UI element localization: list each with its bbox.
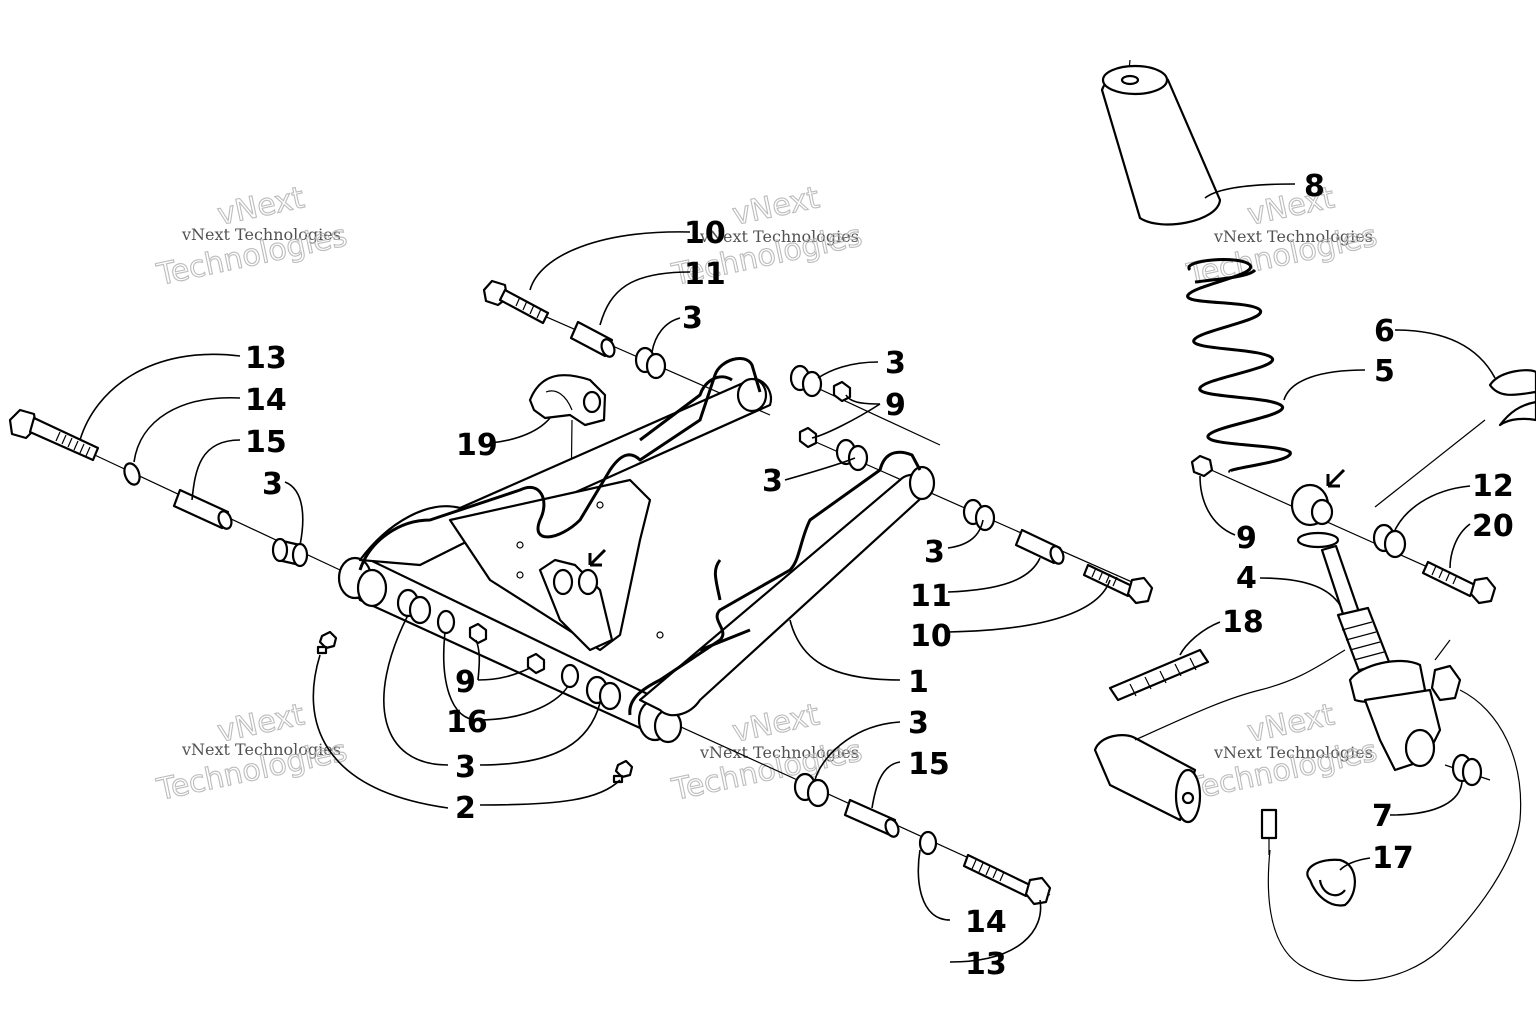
bolt-13-right	[962, 853, 1052, 906]
bolt-20	[1421, 560, 1497, 605]
shock-boot-8	[1100, 64, 1222, 226]
drill-bit-18	[1108, 648, 1210, 702]
arrow-icon	[1326, 468, 1346, 488]
callout-3-upper-right: 3	[885, 346, 906, 381]
svg-text:vNext Technologies: vNext Technologies	[1213, 743, 1373, 762]
bolt-10-right	[1082, 563, 1154, 605]
nut-9-lower-left	[468, 622, 488, 645]
callout-3-middle: 3	[762, 464, 783, 499]
callout-10-right: 10	[910, 619, 952, 654]
callout-17: 17	[1372, 841, 1414, 876]
spacer-15-right	[843, 798, 900, 838]
callout-9-upper-right: 9	[885, 388, 906, 423]
spacer-15-left	[172, 488, 233, 530]
callout-2: 2	[455, 791, 476, 826]
callout-12: 12	[1472, 469, 1514, 504]
watermark: vNext vNext Technologies Technologies	[668, 697, 866, 809]
svg-text:vNext Technologies: vNext Technologies	[181, 740, 341, 759]
clamp-17	[1306, 858, 1356, 907]
nut-9-shock	[1190, 454, 1214, 478]
callout-9-shock: 9	[1236, 521, 1257, 556]
callout-16: 16	[446, 705, 488, 740]
bushing-3-lower-left	[396, 588, 432, 625]
arrow-icon	[588, 548, 607, 567]
callout-3-right: 3	[924, 535, 945, 570]
callout-13-left: 13	[245, 341, 287, 376]
svg-text:vNext Technologies: vNext Technologies	[699, 227, 859, 246]
bolt-13-left	[8, 408, 100, 462]
bushing-3-upper-right	[789, 364, 823, 398]
spring-clip-6	[1488, 369, 1536, 427]
callout-3-lower: 3	[455, 750, 476, 785]
callout-8: 8	[1304, 169, 1325, 204]
grease-fitting-2-right	[612, 759, 634, 784]
svg-text:vNext: vNext	[729, 180, 822, 233]
spacer-11-upper	[569, 320, 616, 358]
callout-15-right: 15	[908, 747, 950, 782]
svg-text:vNext Technologies: vNext Technologies	[181, 225, 341, 244]
leader-lines	[79, 183, 1496, 963]
bolt-10-upper	[482, 279, 550, 325]
nut-9-lower-center	[526, 652, 546, 675]
washer-14-left	[123, 462, 141, 486]
watermark: vNext vNext Technologies Technologies	[153, 180, 351, 294]
svg-text:vNext: vNext	[1244, 697, 1337, 750]
bushing-7	[1451, 753, 1483, 787]
svg-text:vNext Technologies: vNext Technologies	[1213, 227, 1373, 246]
callout-11-top: 11	[684, 257, 726, 292]
callout-3-top: 3	[682, 301, 703, 336]
bushing-3-left	[271, 537, 309, 568]
bushing-3-upper	[634, 346, 667, 380]
washer-16-center	[560, 663, 580, 689]
bushing-3-lower-center	[585, 675, 622, 711]
callout-labels: 10 11 3 3 9 3 19 13 14 15 3 3 11 10 1 9 …	[245, 169, 1514, 982]
callout-20: 20	[1472, 509, 1514, 544]
callout-14-left: 14	[245, 383, 287, 418]
callout-3-left: 3	[262, 467, 283, 502]
bushing-3-right	[962, 498, 996, 532]
spacer-11-right	[1014, 528, 1065, 565]
grease-fitting-2-left	[316, 630, 338, 655]
callout-19: 19	[456, 428, 498, 463]
callout-7: 7	[1372, 799, 1393, 834]
callout-3-lower-right: 3	[908, 706, 929, 741]
bumper-19	[528, 374, 607, 427]
callout-5: 5	[1374, 354, 1395, 389]
callout-6: 6	[1374, 314, 1395, 349]
callout-4: 4	[1236, 561, 1257, 596]
watermark: vNext vNext Technologies Technologies	[668, 180, 866, 294]
washer-14-right	[918, 830, 938, 856]
watermark: vNext vNext Technologies Technologies	[153, 697, 351, 809]
callout-9-lower: 9	[455, 665, 476, 700]
callout-13-right: 13	[965, 947, 1007, 982]
svg-text:vNext: vNext	[729, 697, 822, 750]
shock-upper-eye	[1290, 483, 1340, 549]
watermark: vNext vNext Technologies Technologies	[1183, 697, 1381, 809]
callout-15-left: 15	[245, 425, 287, 460]
shock-absorber-4	[1320, 544, 1462, 772]
callout-10-top: 10	[684, 216, 726, 251]
callout-14-right: 14	[965, 905, 1007, 940]
callout-1: 1	[908, 665, 929, 700]
washer-16-left	[436, 609, 456, 635]
nut-9-middle	[798, 426, 818, 449]
swing-arm-frame-1	[337, 357, 936, 744]
bushing-3-lower-right	[793, 772, 830, 808]
callout-11-right: 11	[910, 579, 952, 614]
callout-18: 18	[1222, 605, 1264, 640]
bushing-3-middle	[835, 438, 869, 472]
remote-reservoir	[1093, 639, 1522, 982]
spacer-12	[1372, 523, 1407, 559]
coil-spring-5	[1186, 258, 1292, 474]
svg-text:vNext Technologies: vNext Technologies	[699, 743, 859, 762]
